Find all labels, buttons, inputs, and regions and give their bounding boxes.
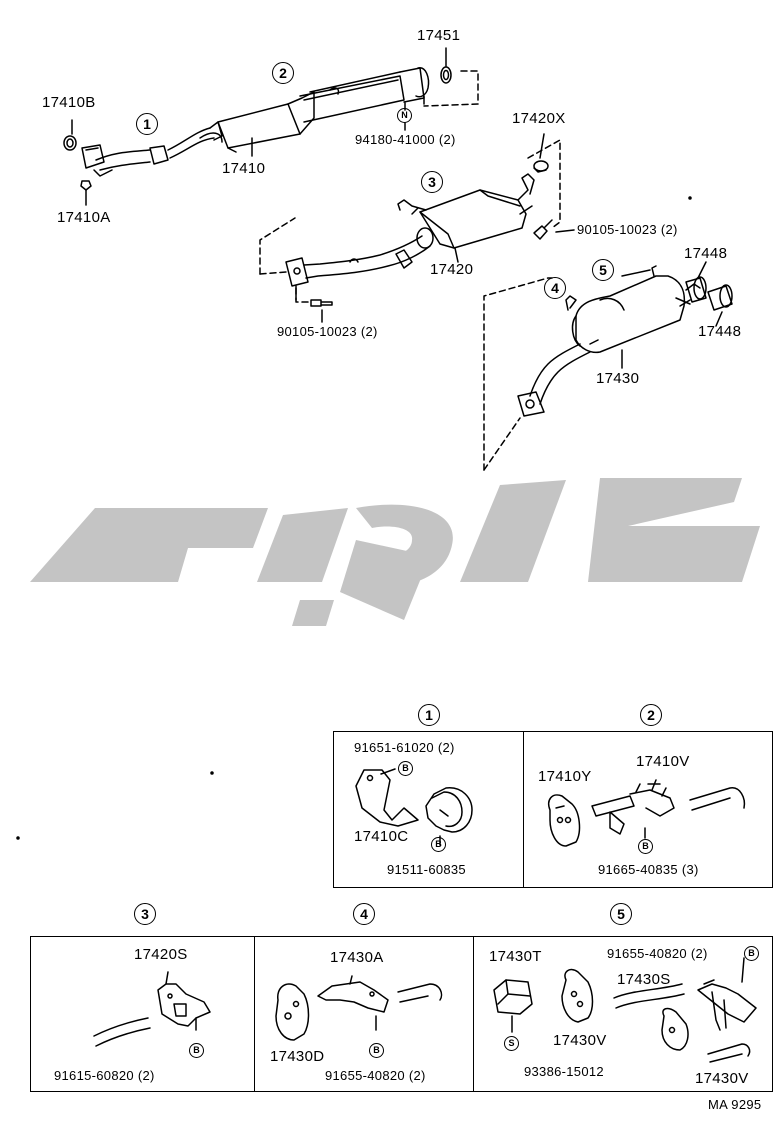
part-label-17410A: 17410A	[57, 209, 111, 226]
d3-label-bracket: 17420S	[134, 946, 188, 963]
part-label-17451: 17451	[417, 27, 461, 44]
n-marker: N	[397, 108, 412, 123]
detail-5-parts	[493, 957, 757, 1063]
part-label-17430: 17430	[596, 370, 640, 387]
d1-label-clamp: 91511-60835	[387, 862, 466, 877]
d2-label-bracket: 17410V	[636, 753, 690, 770]
bolt-lower-icon	[310, 299, 333, 307]
callout-5: 5	[592, 259, 614, 281]
detail-2-parts	[548, 779, 746, 847]
detail-2-number: 2	[640, 704, 662, 726]
d5-marker-b: B	[744, 946, 759, 961]
d4-label-bracket: 17430A	[330, 949, 384, 966]
part-label-17410: 17410	[222, 160, 266, 177]
callout-1: 1	[136, 113, 158, 135]
detail-panel-2	[523, 731, 773, 888]
nut-17410A-icon	[80, 180, 92, 191]
d4-label-bolt: 91655-40820 (2)	[325, 1068, 426, 1083]
center-pipe-17420	[285, 173, 535, 287]
callout-4: 4	[544, 277, 566, 299]
d2-marker-b1: B	[638, 839, 653, 854]
d1-marker-b2: B	[431, 837, 446, 852]
d5-label-screw: 93386-15012	[524, 1064, 604, 1079]
gasket-17451-icon	[440, 66, 452, 84]
part-label-90105-lower: 90105-10023 (2)	[277, 324, 378, 339]
d5-label-block: 17430T	[489, 948, 542, 965]
d1-label-bracket: 17410C	[354, 828, 409, 845]
watermark-logo	[30, 478, 760, 626]
d2-label-hanger: 17410Y	[538, 768, 592, 785]
part-label-17448-bottom: 17448	[698, 323, 742, 340]
part-label-17448-top: 17448	[684, 245, 728, 262]
part-label-17420: 17420	[430, 261, 474, 278]
d5-label-bracket: 17430S	[617, 971, 671, 988]
footer-code: MA 9295	[708, 1097, 762, 1112]
d1-marker-b1: B	[398, 761, 413, 776]
d5-label-hanger2: 17430V	[695, 1070, 749, 1087]
part-label-17420X: 17420X	[512, 110, 566, 127]
detail-5-number: 5	[610, 903, 632, 925]
part-label-90105-upper: 90105-10023 (2)	[577, 222, 678, 237]
d5-label-hanger: 17430V	[553, 1032, 607, 1049]
detail-panel-5	[473, 936, 773, 1092]
front-pipe-17410	[81, 67, 430, 177]
exhaust-tip-17448	[685, 276, 733, 311]
d4-marker-b1: B	[369, 1043, 384, 1058]
gasket-17410B-icon	[63, 135, 77, 151]
part-label-94180: 94180-41000 (2)	[355, 132, 456, 147]
d2-label-bolt: 91665-40835 (3)	[598, 862, 699, 877]
detail-4-parts	[275, 975, 443, 1041]
detail-3-number: 3	[134, 903, 156, 925]
d4-label-hanger: 17430D	[270, 1048, 325, 1065]
d5-marker-s: S	[504, 1036, 519, 1051]
d3-marker-b1: B	[189, 1043, 204, 1058]
d3-label-bolt: 91615-60820 (2)	[54, 1068, 155, 1083]
detail-3-parts	[93, 971, 211, 1047]
d1-label-bolt: 91651-61020 (2)	[354, 740, 455, 755]
detail-1-number: 1	[418, 704, 440, 726]
bolt-upper-icon	[533, 219, 553, 240]
part-label-17410B: 17410B	[42, 94, 96, 111]
callout-3: 3	[421, 171, 443, 193]
detail-4-number: 4	[353, 903, 375, 925]
callout-2: 2	[272, 62, 294, 84]
tailpipe-muffler-17430	[517, 265, 701, 417]
d5-label-bolt: 91655-40820 (2)	[607, 946, 708, 961]
